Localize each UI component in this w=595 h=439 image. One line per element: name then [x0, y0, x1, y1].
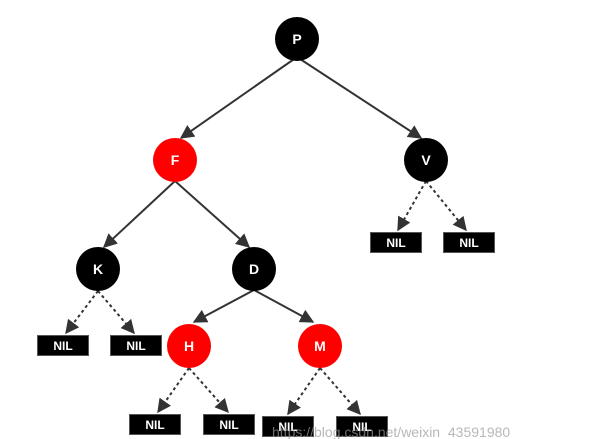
nil-leaf-k-right: NIL — [110, 335, 162, 356]
tree-node-f: F — [153, 138, 197, 182]
nil-leaf-m-right: NIL — [336, 416, 388, 437]
edge-h-nil-left — [157, 367, 190, 414]
tree-node-p: P — [275, 17, 319, 61]
edge-h-nil-right — [188, 367, 229, 414]
tree-node-h: H — [167, 324, 211, 368]
edge-p-v — [296, 56, 423, 139]
edge-m-nil-left — [287, 367, 321, 416]
edge-p-f — [179, 56, 298, 139]
edge-d-m — [253, 289, 315, 323]
nil-leaf-h-left: NIL — [129, 414, 181, 435]
edge-v-nil-right — [425, 180, 467, 232]
nil-leaf-v-left: NIL — [370, 232, 422, 253]
edge-f-k — [102, 180, 176, 248]
tree-node-m: M — [298, 324, 342, 368]
tree-node-v: V — [404, 138, 448, 182]
watermark-text: https://blog.csdn.net/weixin_43591980 — [272, 424, 511, 439]
edge-k-nil-left — [65, 290, 99, 335]
edge-d-h — [192, 289, 255, 323]
nil-leaf-k-left: NIL — [37, 335, 89, 356]
edge-f-d — [174, 180, 251, 248]
edge-m-nil-right — [319, 367, 361, 416]
nil-leaf-m-left: NIL — [262, 416, 314, 437]
edge-v-nil-left — [397, 180, 427, 232]
nil-leaf-h-right: NIL — [203, 414, 255, 435]
tree-node-d: D — [232, 247, 276, 291]
nil-leaf-v-right: NIL — [443, 232, 495, 253]
edge-k-nil-right — [97, 290, 135, 335]
tree-node-k: K — [76, 247, 120, 291]
